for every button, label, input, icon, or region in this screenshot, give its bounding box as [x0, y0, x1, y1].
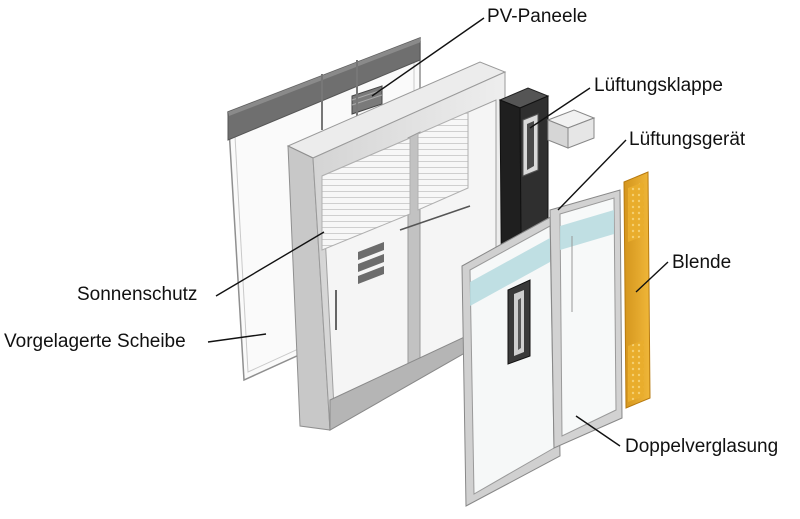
leader-pv	[371, 17, 485, 97]
leader-sonne	[215, 231, 325, 297]
duct-box	[546, 109, 596, 149]
label-ventilation-flap: Lüftungsklappe	[594, 75, 723, 96]
label-front-glass-pane: Vorgelagerte Scheibe	[4, 331, 186, 352]
double-glazing-frame-right	[549, 189, 623, 449]
label-sun-shading: Sonnenschutz	[77, 284, 198, 305]
label-trim-panel: Blende	[672, 252, 732, 273]
leader-klappe	[529, 87, 591, 129]
leader-blende	[635, 261, 669, 293]
label-ventilation-unit: Lüftungsgerät	[629, 129, 746, 150]
label-double-glazing: Doppelverglasung	[625, 436, 779, 457]
label-pv-panels: PV-Paneele	[487, 6, 588, 27]
lamella-set	[358, 242, 384, 284]
ventilation-flap	[522, 113, 539, 177]
leader-geraet	[557, 139, 627, 211]
frame-rod	[399, 205, 471, 231]
leader-scheibe	[207, 333, 267, 343]
sun-shading-blinds	[321, 111, 469, 251]
leader-doppel	[575, 415, 621, 447]
glass-duct-handle	[507, 279, 531, 365]
trim-panel	[623, 171, 651, 409]
leader-lines	[207, 17, 669, 447]
